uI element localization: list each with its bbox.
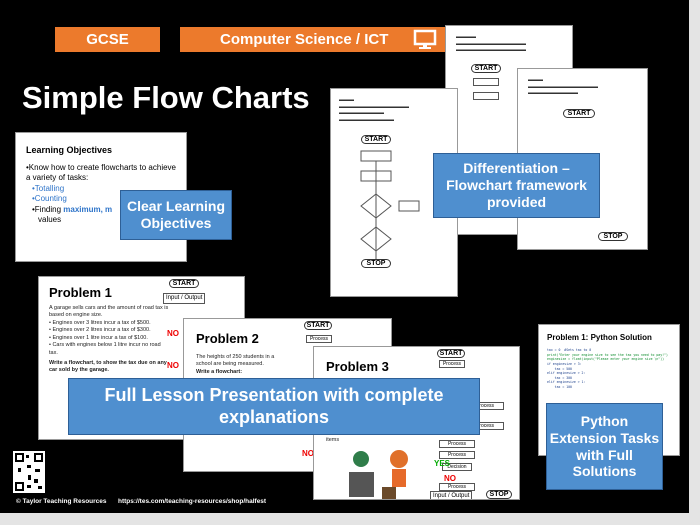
start-terminal: START bbox=[563, 109, 595, 118]
process-box: Process bbox=[439, 440, 475, 448]
objective-item: •Totalling bbox=[32, 183, 65, 193]
problem3-title: Problem 3 bbox=[326, 359, 389, 374]
shop-url[interactable]: https://tes.com/teaching-resources/shop/… bbox=[118, 498, 267, 505]
cartoon-characters bbox=[349, 450, 408, 499]
problem1-bullet: • Engines over 1 litre incur a tax of $1… bbox=[49, 334, 148, 341]
start-terminal: START bbox=[304, 321, 332, 330]
process-box: Process bbox=[439, 360, 465, 368]
objective-item: •Counting bbox=[32, 194, 67, 204]
gcse-label: GCSE bbox=[86, 31, 129, 48]
process-box: Process bbox=[439, 483, 475, 491]
problem1-intro: A garage sells cars and the amount of ro… bbox=[49, 305, 169, 319]
no-label: NO bbox=[167, 361, 179, 370]
subject-label: Computer Science / ICT bbox=[220, 31, 389, 48]
start-terminal: START bbox=[471, 64, 501, 73]
objectives-heading: Learning Objectives bbox=[26, 145, 113, 155]
start-terminal: START bbox=[169, 279, 199, 288]
problem1-bullet: • Cars with engines below 1 litre incur … bbox=[49, 342, 161, 356]
flowchart-framework bbox=[360, 150, 420, 259]
decision-box: Decision bbox=[442, 463, 472, 471]
problem3-text: items bbox=[326, 437, 340, 443]
objective-item: values bbox=[38, 214, 62, 224]
yes-label: YES bbox=[434, 459, 451, 468]
stop-terminal: STOP bbox=[486, 490, 512, 499]
promo-canvas: GCSE Computer Science / ICT Simple Flow … bbox=[0, 0, 689, 513]
gcse-badge: GCSE bbox=[55, 27, 160, 52]
callout-differentiation: Differentiation – Flowchart framework pr… bbox=[433, 153, 600, 218]
stop-terminal: STOP bbox=[598, 232, 628, 241]
process-box bbox=[473, 78, 499, 86]
process-box: Process bbox=[306, 335, 332, 343]
start-terminal: START bbox=[437, 349, 465, 358]
process-box: Process bbox=[439, 451, 475, 459]
callout-lesson: Full Lesson Presentation with complete e… bbox=[68, 378, 480, 435]
page-title: Simple Flow Charts bbox=[22, 80, 310, 115]
problem1-title: Problem 1 bbox=[49, 285, 112, 300]
python-title: Problem 1: Python Solution bbox=[547, 333, 652, 342]
problem2-title: Problem 2 bbox=[196, 331, 259, 346]
problem2-intro: The heights of 250 students in a school … bbox=[196, 354, 275, 368]
stop-terminal: STOP bbox=[361, 259, 391, 268]
objective-item: •Finding bbox=[32, 204, 64, 214]
copyright: © Taylor Teaching Resources bbox=[16, 498, 107, 505]
callout-objectives: Clear Learning Objectives bbox=[120, 190, 232, 240]
problem1-task: Write a flowchart, to show the tax due o… bbox=[49, 359, 167, 374]
no-label: NO bbox=[167, 329, 179, 338]
objectives-text: •Know how to create flowcharts to achiev… bbox=[26, 163, 176, 225]
io-box: Input / Output bbox=[430, 491, 473, 499]
problem1-bullet: • Engines over 3 litres incur a tax of $… bbox=[49, 319, 151, 326]
subject-badge: Computer Science / ICT bbox=[180, 27, 445, 52]
io-box: Input / Output bbox=[163, 293, 206, 305]
problem2-task: Write a flowchart: bbox=[196, 368, 243, 375]
objective-highlight: maximum, m bbox=[63, 204, 113, 214]
process-box bbox=[473, 92, 499, 100]
no-label: NO bbox=[444, 474, 456, 483]
start-terminal: START bbox=[361, 135, 391, 144]
monitor-icon bbox=[413, 29, 437, 49]
qr-code bbox=[13, 451, 45, 493]
objective-intro: •Know how to create flowcharts to achiev… bbox=[26, 163, 176, 183]
callout-python: Python Extension Tasks with Full Solutio… bbox=[546, 403, 663, 490]
problem1-bullet: • Engines over 2 litres incur a tax of $… bbox=[49, 327, 151, 334]
no-label: NO bbox=[302, 449, 314, 458]
